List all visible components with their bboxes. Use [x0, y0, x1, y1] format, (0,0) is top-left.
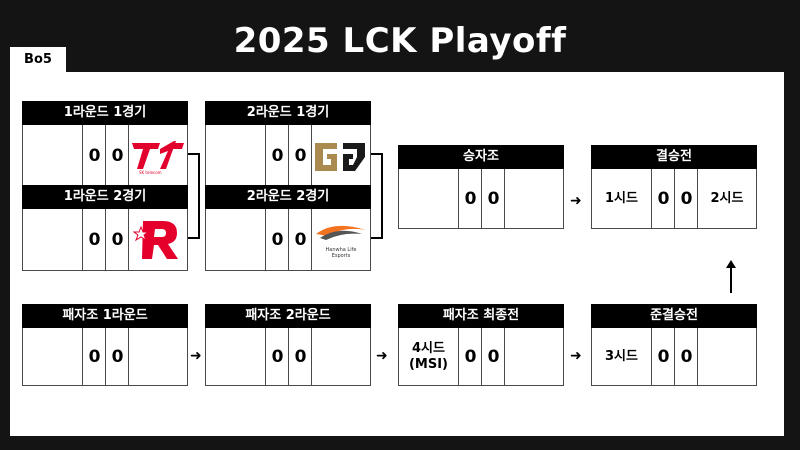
hle-logo-text-line2: Esports [332, 253, 351, 259]
score-left: 0 [265, 125, 289, 186]
match-title: 패자조 최종전 [398, 304, 564, 328]
team-slot [504, 169, 563, 228]
match-body: 1시드 0 0 2시드 [591, 169, 757, 229]
team-slot [128, 328, 187, 385]
score-left: 0 [458, 169, 482, 228]
match-title: 2라운드 1경기 [205, 101, 371, 125]
match-losers-final: 패자조 최종전 4시드 (MSI) 0 0 [398, 304, 564, 386]
score-left: 0 [82, 125, 106, 186]
seed-right: 2시드 [697, 169, 756, 228]
score-right: 0 [105, 209, 129, 270]
score-left: 0 [265, 328, 289, 385]
match-body: 0 0 Hanwha Life Esports [205, 209, 371, 271]
match-title: 2라운드 2경기 [205, 185, 371, 209]
score-right: 0 [288, 209, 312, 270]
match-title: 패자조 1라운드 [22, 304, 188, 328]
match-final: 결승전 1시드 0 0 2시드 [591, 145, 757, 229]
match-body: 0 0 [205, 125, 371, 187]
seed-left: 1시드 [605, 190, 638, 206]
hanwha-life-esports-logo-icon: Hanwha Life Esports [311, 209, 370, 270]
match-title: 1라운드 2경기 [22, 185, 188, 209]
match-round2-game1: 2라운드 1경기 0 0 [205, 101, 371, 187]
team-slot [697, 328, 756, 385]
match-body: 4시드 (MSI) 0 0 [398, 328, 564, 386]
match-title: 패자조 2라운드 [205, 304, 371, 328]
match-round1-game1: 1라운드 1경기 0 0 SK telecom [22, 101, 188, 187]
match-winners: 승자조 0 0 [398, 145, 564, 229]
gen-g-logo-icon [311, 125, 370, 186]
page-title: 2025 LCK Playoff [233, 21, 567, 61]
match-body: 0 0 [205, 328, 371, 386]
match-body: 0 0 [22, 328, 188, 386]
score-right: 0 [288, 328, 312, 385]
right-arrow-icon: ➜ [570, 348, 582, 364]
score-right: 0 [105, 328, 129, 385]
right-arrow-icon: ➜ [376, 348, 388, 364]
score-left: 0 [265, 209, 289, 270]
seed-left: 3시드 [605, 348, 638, 364]
score-left: 0 [651, 169, 675, 228]
hle-logo-text-line1: Hanwha Life [326, 247, 357, 253]
score-right: 0 [481, 169, 505, 228]
score-left: 0 [651, 328, 675, 385]
right-arrow-icon: ➜ [570, 193, 582, 209]
bracket-connector-round1 [188, 153, 200, 239]
kt-rolster-logo-icon [128, 209, 187, 270]
match-semifinal: 준결승전 3시드 0 0 [591, 304, 757, 386]
up-arrow-shaft [730, 267, 732, 293]
match-title: 승자조 [398, 145, 564, 169]
match-round2-game2: 2라운드 2경기 0 0 Hanwha Life Esports [205, 185, 371, 271]
team-slot [311, 328, 370, 385]
team-slot [504, 328, 563, 385]
bracket-connector-round2 [371, 153, 383, 239]
match-title: 1라운드 1경기 [22, 101, 188, 125]
right-arrow-icon: ➜ [190, 348, 202, 364]
up-arrow-icon [726, 260, 736, 268]
format-badge: Bo5 [10, 47, 66, 72]
score-right: 0 [105, 125, 129, 186]
score-right: 0 [674, 328, 698, 385]
score-left: 0 [458, 328, 482, 385]
match-body: 0 0 SK telecom [22, 125, 188, 187]
match-body: 0 0 [22, 209, 188, 271]
match-title: 준결승전 [591, 304, 757, 328]
match-losers-round1: 패자조 1라운드 0 0 [22, 304, 188, 386]
match-title: 결승전 [591, 145, 757, 169]
match-body: 3시드 0 0 [591, 328, 757, 386]
score-right: 0 [288, 125, 312, 186]
t1-logo-icon: SK telecom [128, 125, 187, 186]
score-right: 0 [674, 169, 698, 228]
match-losers-round2: 패자조 2라운드 0 0 [205, 304, 371, 386]
score-left: 0 [82, 209, 106, 270]
score-right: 0 [481, 328, 505, 385]
match-round1-game2: 1라운드 2경기 0 0 [22, 185, 188, 271]
t1-sponsor-text: SK telecom [139, 170, 162, 175]
seed-left: 4시드 (MSI) [408, 340, 449, 372]
score-left: 0 [82, 328, 106, 385]
match-body: 0 0 [398, 169, 564, 229]
